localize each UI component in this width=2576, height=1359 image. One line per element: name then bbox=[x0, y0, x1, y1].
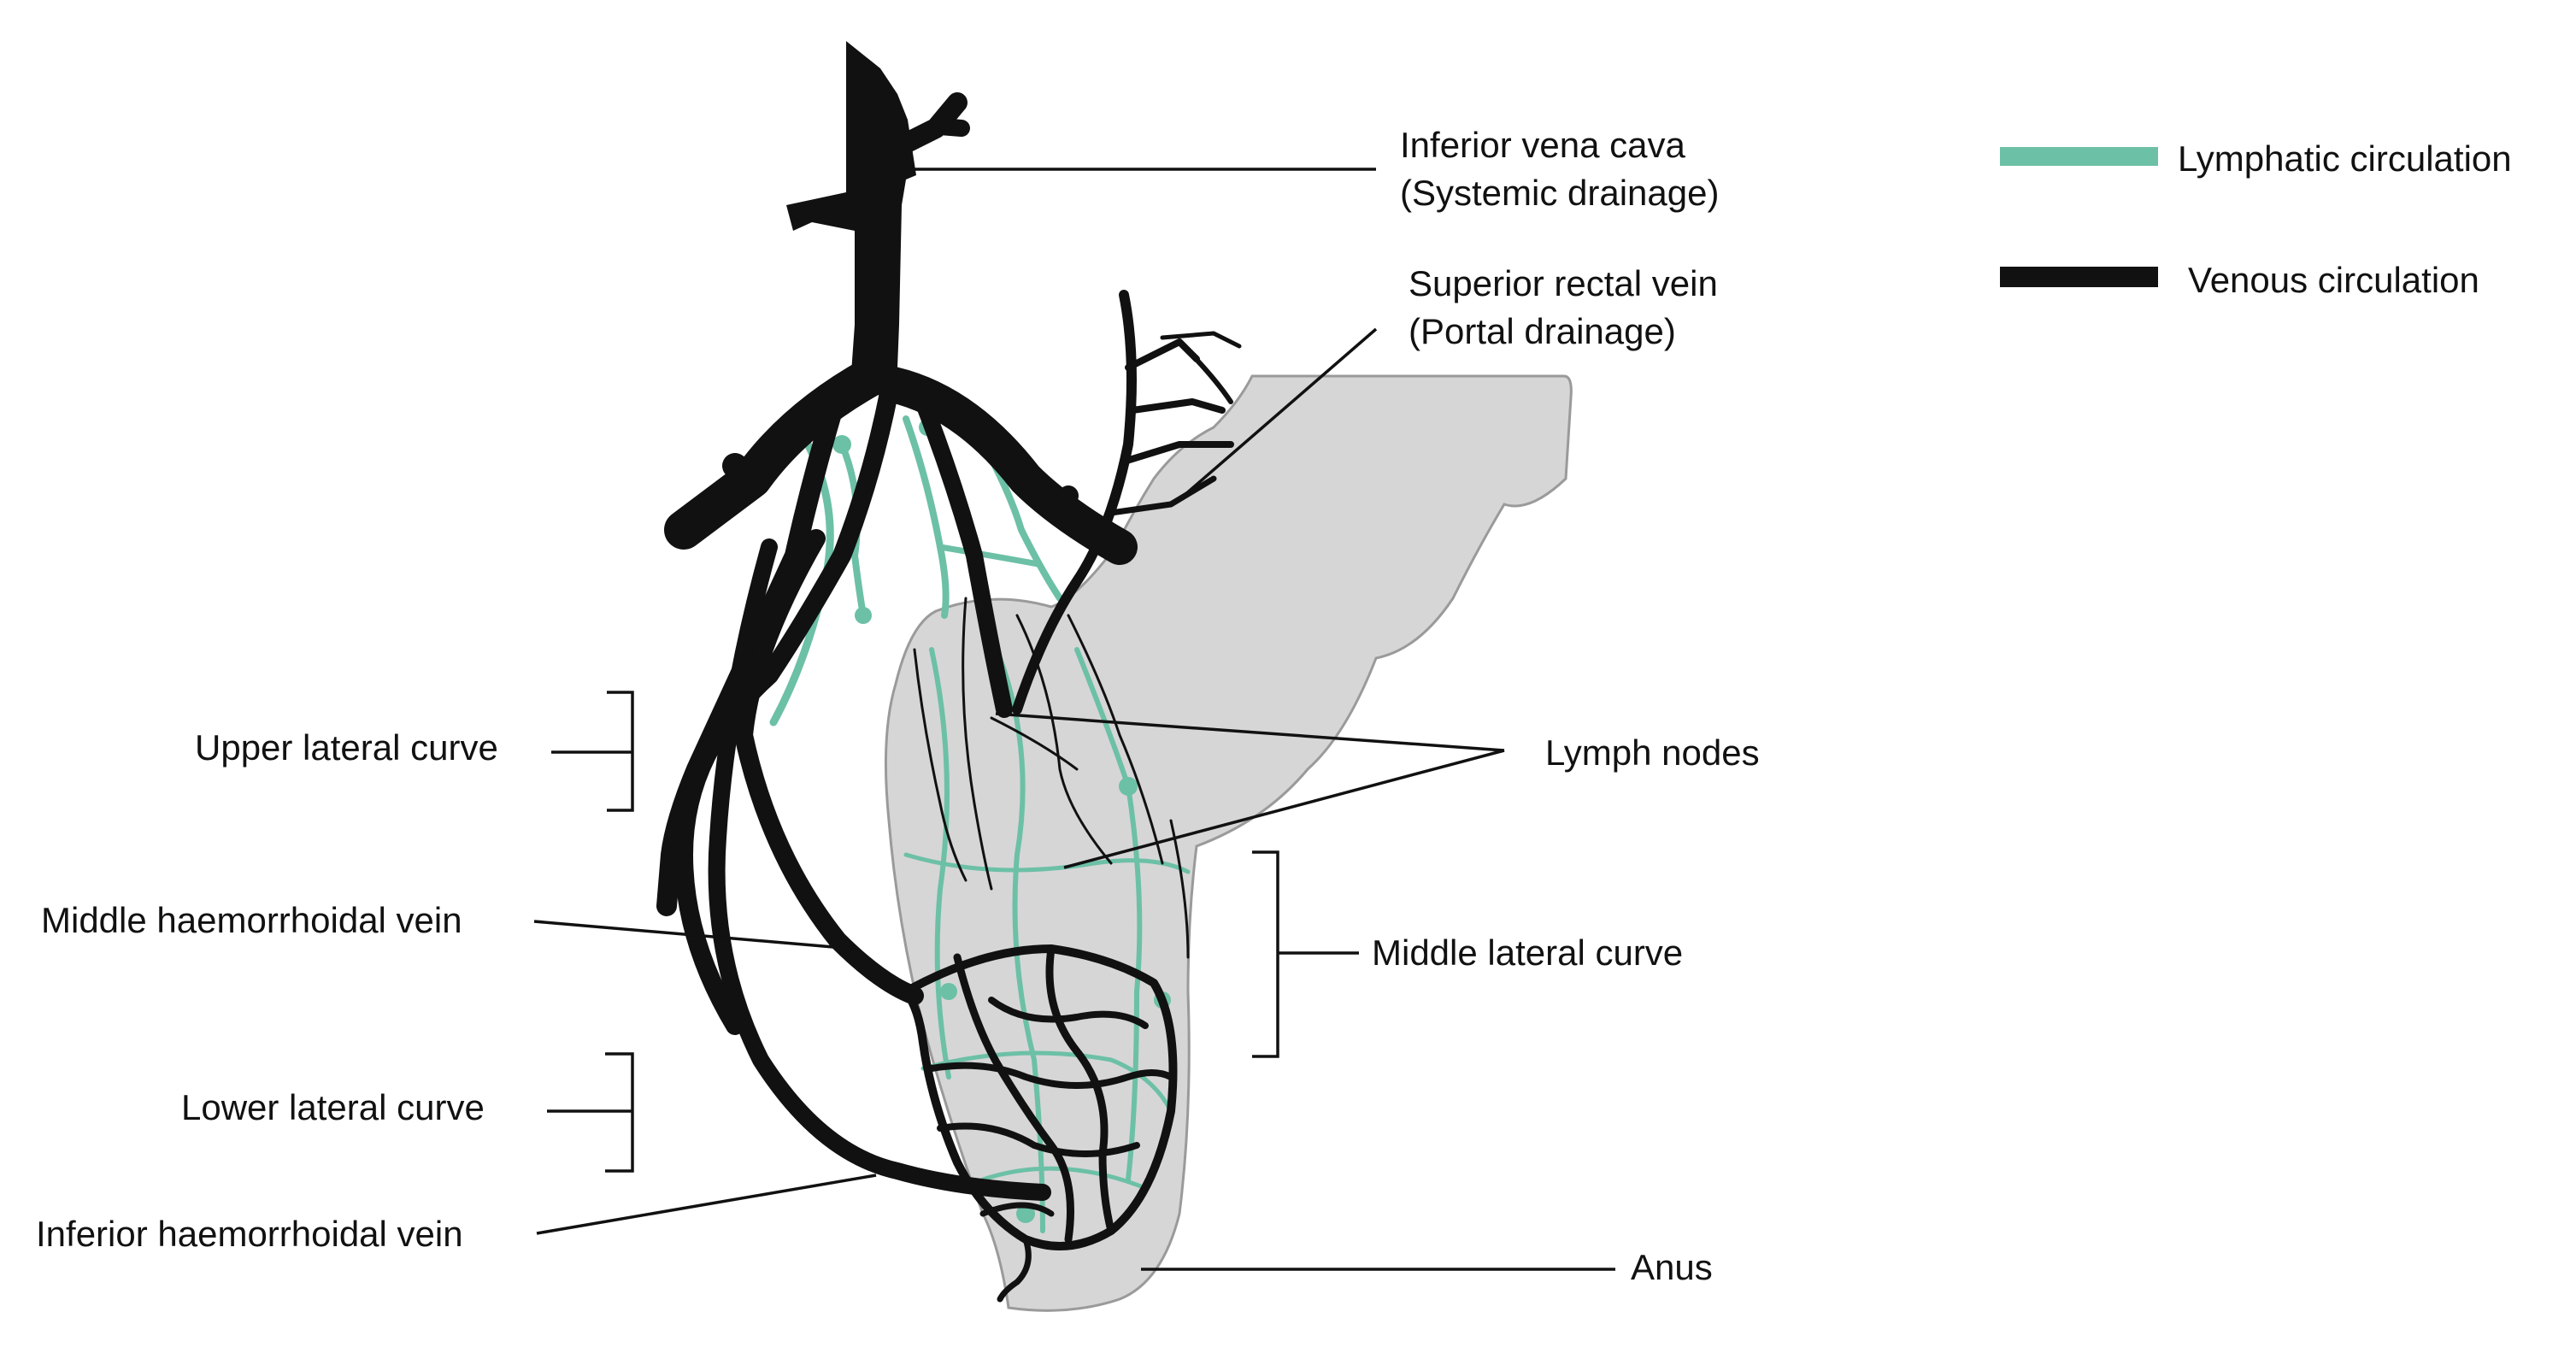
srv-branch bbox=[1108, 475, 1217, 516]
lymph-node bbox=[940, 983, 957, 1000]
srv-branch bbox=[1120, 441, 1234, 465]
venous-plexus bbox=[988, 997, 1149, 1029]
venous-plexus bbox=[1045, 944, 1115, 1235]
middle-haemorrhoidal-vein-path bbox=[734, 529, 924, 1005]
middle-haemorrhoidal-leader bbox=[533, 920, 834, 949]
lymph-vessel bbox=[903, 852, 1191, 874]
lymph-vessel bbox=[903, 415, 950, 619]
thin-vein bbox=[1015, 614, 1113, 865]
venous-plexus bbox=[997, 1236, 1032, 1303]
lymph-node bbox=[832, 435, 851, 454]
inferior-haemorrhoidal-vein-path bbox=[708, 538, 1051, 1201]
venous-plexus bbox=[953, 953, 1074, 1244]
thin-vein bbox=[962, 597, 993, 891]
srv-branch bbox=[1129, 398, 1226, 414]
srv-branch bbox=[1177, 339, 1233, 404]
legend: Lymphatic circulation Venous circulation bbox=[2000, 138, 2512, 300]
middle-lateral-curve-bracket bbox=[1252, 850, 1359, 1058]
venous-network bbox=[656, 41, 1242, 1303]
lymph-node bbox=[1016, 1204, 1035, 1223]
label-ivc-sub: (Systemic drainage) bbox=[1400, 173, 1719, 213]
thin-vein bbox=[990, 716, 1079, 771]
inferior-haemorrhoidal-leader bbox=[536, 1174, 877, 1235]
thin-vein bbox=[1067, 614, 1164, 865]
ivc-branch-right-stub bbox=[932, 118, 970, 137]
label-srv-sub: (Portal drainage) bbox=[1409, 311, 1676, 351]
label-lower-lateral-curve: Lower lateral curve bbox=[181, 1087, 485, 1127]
label-anus: Anus bbox=[1631, 1247, 1713, 1287]
lower-lateral-curve-bracket bbox=[547, 1052, 634, 1173]
internal-iliac-mid bbox=[674, 384, 898, 1035]
internal-iliac-right bbox=[915, 393, 1013, 718]
srv-branch bbox=[1160, 331, 1242, 349]
right-iliac-stub bbox=[1050, 485, 1079, 523]
right-iliac-vein bbox=[875, 367, 1138, 565]
lymph-node bbox=[1119, 777, 1138, 796]
venous-plexus bbox=[979, 1202, 1055, 1217]
label-middle-lateral-curve: Middle lateral curve bbox=[1372, 932, 1683, 973]
thin-vein bbox=[913, 648, 967, 882]
lymph-node bbox=[855, 607, 872, 624]
label-upper-lateral-curve: Upper lateral curve bbox=[195, 727, 498, 768]
left-iliac-stub bbox=[722, 453, 765, 491]
label-inferior-haemorrhoidal-vein: Inferior haemorrhoidal vein bbox=[36, 1214, 463, 1254]
lymph-vessel bbox=[838, 441, 867, 619]
legend-swatch-venous bbox=[2000, 267, 2158, 287]
rectum-tissue bbox=[884, 374, 1573, 1312]
lymph-nodes-leader-upper bbox=[995, 712, 1505, 752]
leader-lines bbox=[533, 168, 1615, 1271]
venous-plexus bbox=[902, 944, 1178, 1250]
srv-leader bbox=[1182, 327, 1378, 497]
inferior-vena-cava bbox=[786, 41, 923, 395]
lymph-vessel bbox=[929, 647, 951, 1080]
lymph-vessel bbox=[920, 1050, 1173, 1114]
labels: Inferior vena cava (Systemic drainage) S… bbox=[36, 125, 1760, 1287]
colon-outline bbox=[884, 374, 1573, 1312]
legend-swatch-lymphatic bbox=[2000, 147, 2158, 166]
label-srv: Superior rectal vein bbox=[1409, 263, 1718, 303]
venous-plexus bbox=[928, 1062, 1174, 1089]
legend-label-lymphatic: Lymphatic circulation bbox=[2178, 138, 2512, 179]
label-middle-haemorrhoidal-vein: Middle haemorrhoidal vein bbox=[41, 900, 462, 940]
upper-lateral-curve-bracket bbox=[551, 691, 634, 812]
lymph-nodes-leader-lower bbox=[1063, 749, 1505, 869]
label-lymph-nodes: Lymph nodes bbox=[1545, 732, 1760, 773]
lymph-vessel bbox=[937, 544, 1042, 568]
venous-plexus bbox=[937, 1122, 1140, 1157]
label-ivc: Inferior vena cava bbox=[1400, 125, 1685, 165]
lymph-vessel bbox=[1074, 647, 1143, 1182]
legend-label-venous: Venous circulation bbox=[2188, 260, 2479, 300]
